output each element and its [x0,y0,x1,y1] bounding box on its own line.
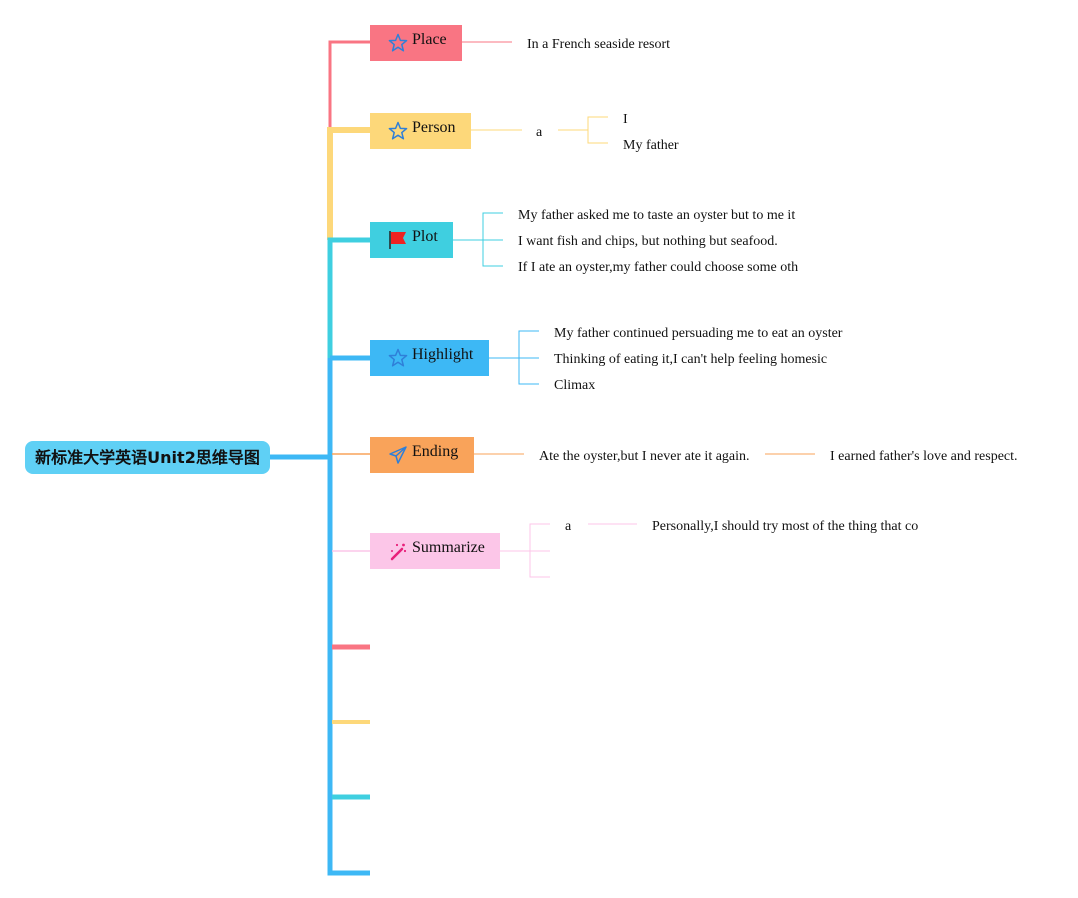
plot-item-3: If I ate an oyster,my father could choos… [518,260,799,275]
person-item-1: I [623,112,628,127]
trunk-place [328,40,370,130]
trunk-main [327,358,370,876]
highlight-item-1: My father continued persuading me to eat… [554,326,843,341]
summarize-connector [500,523,550,578]
ending-detail: Ate the oyster,but I never ate it again. [539,449,750,464]
branch-place[interactable]: Place [370,25,462,61]
summarize-sub-node: a [565,519,572,534]
branch-plot-label: Plot [412,228,438,245]
plot-connector [453,212,503,267]
person-item-2: My father [623,138,679,153]
ending-result: I earned father's love and respect. [830,449,1018,464]
root-node[interactable]: 新标准大学英语Unit2思维导图 [25,441,270,474]
plot-item-1: My father asked me to taste an oyster bu… [518,208,796,223]
paper-plane-icon [389,446,407,464]
branch-ending[interactable]: Ending [370,437,474,473]
person-sub-connector [558,116,608,144]
star-icon [388,348,408,367]
summarize-detail: Personally,I should try most of the thin… [652,519,919,534]
branch-summarize-label: Summarize [412,539,485,556]
branch-ending-label: Ending [412,443,459,460]
person-sub-node: a [536,125,543,140]
highlight-connector [489,330,539,385]
branch-highlight-label: Highlight [412,346,474,363]
place-detail: In a French seaside resort [527,37,671,52]
plot-item-2: I want fish and chips, but nothing but s… [518,234,778,249]
star-icon [388,33,408,52]
branch-person-label: Person [412,119,456,136]
highlight-item-3: Climax [554,378,596,393]
magic-wand-icon [390,543,407,561]
branch-plot[interactable]: Plot [370,222,453,258]
highlight-item-2: Thinking of eating it,I can't help feeli… [554,352,828,367]
branch-summarize[interactable]: Summarize [370,533,500,569]
trunk-plot [327,237,370,358]
trunk-person [327,127,370,240]
star-icon [388,121,408,140]
branch-person[interactable]: Person [370,113,471,149]
branch-place-label: Place [412,31,447,48]
branch-highlight[interactable]: Highlight [370,340,489,376]
flag-icon [389,231,406,249]
